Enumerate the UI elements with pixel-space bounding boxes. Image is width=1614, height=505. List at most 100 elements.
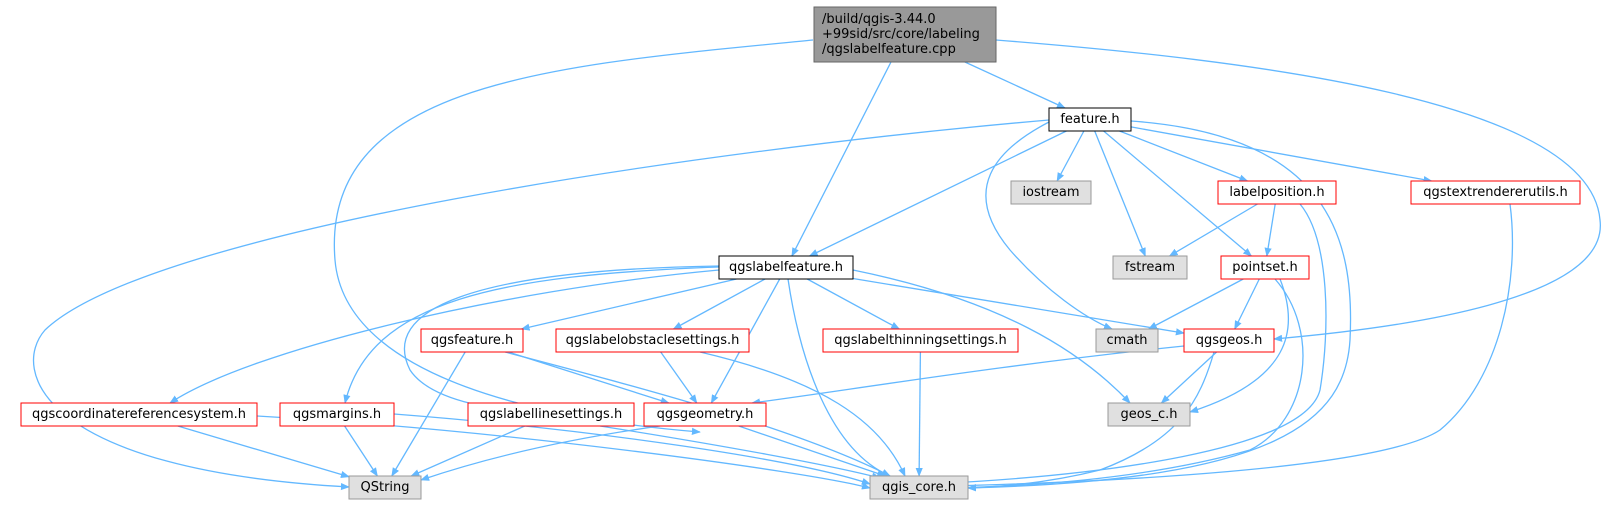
edge-qgslabellinesettings_h-to-qgis_core_h: [599, 425, 881, 480]
node-box: [1107, 402, 1191, 427]
node-feature-h[interactable]: feature.h: [1048, 107, 1132, 132]
edge-qgslabelfeature_h-to-qgsmargins_h: [343, 266, 720, 404]
edge-qgslabelfeature_h-to-qgsfeature_h: [520, 278, 737, 331]
node-label: pointset.h: [1232, 260, 1297, 275]
node-label: cmath: [1106, 333, 1147, 348]
edge-qgsmargins_h-to-qstring: [344, 425, 378, 477]
node-label: qgscoordinatereferencesystem.h: [32, 407, 246, 422]
edge-qgsgeos_h-to-qgsgeometry_h: [751, 345, 1185, 406]
edge-qgslabelfeature_h-to-qgslabelthinningsettings_h: [806, 278, 901, 330]
node-box: [643, 402, 767, 427]
edge-qgslabelfeature_h-to-qgsgeos_h: [852, 277, 1185, 336]
edge-qgstextrendererutils_h-to-qgis_core_h: [949, 203, 1514, 490]
edge-qgsgeometry_h-to-qstring: [420, 425, 661, 481]
edge-qgslabelfeature_h-to-qgslabelobstaclesettings_h: [672, 278, 766, 330]
node-label: geos_c.h: [1121, 407, 1178, 422]
node-box: [348, 475, 422, 500]
edge-qgslabelobstaclesettings_h-to-qgsgeometry_h: [660, 351, 698, 404]
node-box: [1112, 255, 1188, 280]
node-geos-c-h: geos_c.h: [1107, 402, 1191, 427]
node-box: [467, 402, 635, 427]
node-box: [822, 328, 1019, 353]
node-box: [420, 328, 524, 353]
node-box: [279, 402, 395, 427]
node-root[interactable]: /build/qgis-3.44.0+99sid/src/core/labeli…: [813, 6, 997, 63]
node-label: qgsmargins.h: [293, 407, 381, 422]
edge-feature_h-to-pointset_h: [1103, 130, 1253, 257]
node-qgslabellinesettings-h[interactable]: qgslabellinesettings.h: [467, 402, 635, 427]
node-label: fstream: [1125, 260, 1175, 275]
node-label: qgslabelobstaclesettings.h: [566, 333, 740, 348]
edge-qgslabelfeature_h-to-qgscoordinatereferencesystem_h: [169, 269, 720, 404]
node-box: [1048, 107, 1132, 132]
node-box: [1410, 180, 1581, 205]
edge-qgslabelobstaclesettings_h-to-qgis_core_h: [699, 351, 906, 477]
node-qgslabelfeature-h[interactable]: qgslabelfeature.h: [718, 255, 854, 280]
node-qgsmargins-h[interactable]: qgsmargins.h: [279, 402, 395, 427]
node-label: qgsgeometry.h: [657, 407, 754, 422]
node-box: [813, 6, 997, 63]
node-qgsgeos-h[interactable]: qgsgeos.h: [1183, 328, 1275, 353]
edge-feature_h-to-cmath: [985, 121, 1113, 330]
edge-pointset_h-to-cmath: [1147, 278, 1244, 330]
edge-qgsgeometry_h-to-qgis_core_h: [738, 425, 887, 477]
node-label: QString: [360, 480, 409, 495]
node-qstring: QString: [348, 475, 422, 500]
node-qgis-core-h: qgis_core.h: [869, 475, 969, 500]
node-label: iostream: [1022, 185, 1079, 200]
edge-qgsfeature_h-to-qstring: [391, 351, 466, 477]
node-fstream: fstream: [1112, 255, 1188, 280]
node-pointset-h[interactable]: pointset.h: [1220, 255, 1310, 280]
node-qgslabelobstaclesettings-h[interactable]: qgslabelobstaclesettings.h: [555, 328, 750, 353]
node-label: qgsgeos.h: [1196, 333, 1263, 348]
edge-feature_h-to-qgslabelfeature_h: [808, 130, 1067, 257]
edge-qgslabelfeature_h-to-qgis_core_h: [787, 278, 891, 477]
node-label: +99sid/src/core/labeling: [822, 27, 980, 42]
edge-labelposition_h-to-pointset_h: [1264, 203, 1276, 257]
node-box: [869, 475, 969, 500]
edge-root-to-qgslabelfeature_h: [791, 61, 892, 257]
edge-qgslabelthinningsettings_h-to-qgis_core_h: [915, 351, 923, 477]
edge-feature_h-to-fstream: [1094, 130, 1146, 257]
edge-qgslabellinesettings_h-to-qstring: [410, 425, 526, 477]
edge-feature_h-to-qgstextrendererutils_h: [1130, 126, 1433, 184]
node-box: [718, 255, 854, 280]
edge-feature_h-to-qgis_core_h: [967, 120, 1352, 492]
node-label: qgslabelthinningsettings.h: [834, 333, 1006, 348]
edge-qgsgeos_h-to-geos_c_h: [1160, 351, 1218, 404]
node-labelposition-h[interactable]: labelposition.h: [1217, 180, 1337, 205]
node-box: [20, 402, 258, 427]
edge-labelposition_h-to-fstream: [1168, 203, 1258, 257]
node-cmath: cmath: [1095, 328, 1159, 353]
edge-root-to-feature_h: [964, 61, 1066, 109]
edge-qgslabelfeature_h-to-geos_c_h: [852, 269, 1131, 404]
node-box: [1217, 180, 1337, 205]
node-qgstextrendererutils-h[interactable]: qgstextrendererutils.h: [1410, 180, 1581, 205]
node-box: [555, 328, 750, 353]
node-qgslabelthinningsettings-h[interactable]: qgslabelthinningsettings.h: [822, 328, 1019, 353]
node-iostream: iostream: [1010, 180, 1092, 205]
node-label: qgis_core.h: [882, 480, 956, 495]
node-label: feature.h: [1060, 112, 1119, 127]
node-label: labelposition.h: [1229, 185, 1324, 200]
edge-qgscoordinatereferencesystem_h-to-qstring: [177, 425, 350, 478]
edge-pointset_h-to-geos_c_h: [1189, 278, 1290, 413]
edge-qgsgeos_h-to-qgis_core_h: [967, 351, 1215, 492]
node-box: [1220, 255, 1310, 280]
edge-pointset_h-to-qgsgeos_h: [1234, 278, 1260, 330]
edge-feature_h-to-iostream: [1056, 130, 1085, 182]
node-label: qgsfeature.h: [431, 333, 514, 348]
edge-pointset_h-to-qgis_core_h: [949, 278, 1304, 492]
node-box: [1095, 328, 1159, 353]
node-label: /qgslabelfeature.cpp: [822, 42, 956, 57]
node-label: /build/qgis-3.44.0: [822, 12, 936, 27]
node-qgsfeature-h[interactable]: qgsfeature.h: [420, 328, 524, 353]
node-box: [1010, 180, 1092, 205]
edge-feature_h-to-labelposition_h: [1119, 130, 1249, 182]
edge-feature_h-to-qstring: [32, 119, 1050, 491]
node-qgscoordinatereferencesystem-h[interactable]: qgscoordinatereferencesystem.h: [20, 402, 258, 427]
node-qgsgeometry-h[interactable]: qgsgeometry.h: [643, 402, 767, 427]
node-label: qgslabellinesettings.h: [480, 407, 622, 422]
nodes-layer: /build/qgis-3.44.0+99sid/src/core/labeli…: [20, 6, 1581, 500]
